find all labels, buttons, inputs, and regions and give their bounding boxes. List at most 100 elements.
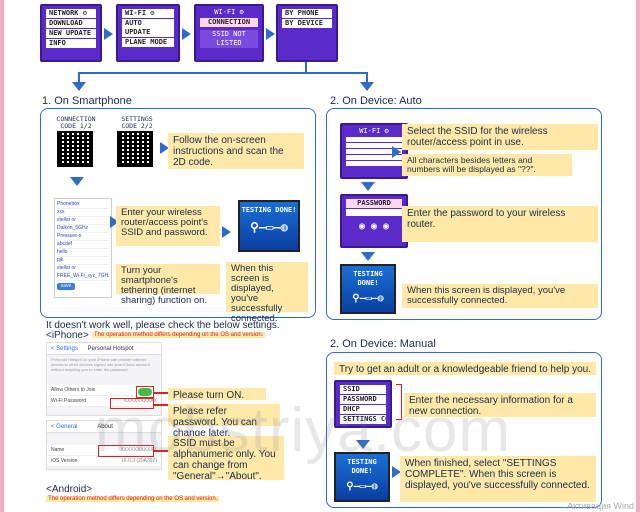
note-chars: All characters besides letters and numbe… — [402, 154, 572, 176]
flow-arrow-3 — [266, 28, 275, 40]
left-border — [0, 0, 4, 512]
flow-line — [78, 72, 368, 74]
menu-item-plane-mode: PLANE MODE — [122, 38, 174, 47]
menu-item-by-phone: BY PHONE — [282, 9, 332, 18]
about-ios-row: iOS Version 16.0.3 (20A392) — [47, 456, 161, 467]
qr2-label: SETTINGS CODE 2/2 — [121, 115, 153, 130]
note-turn-on: Please turn ON. — [168, 388, 266, 401]
flow-line-right — [366, 72, 368, 82]
about-back[interactable]: < General — [51, 424, 78, 430]
hotspot-back[interactable]: < Settings — [51, 346, 78, 352]
note-tether: Turn your smartphone's tethering (intern… — [116, 264, 220, 306]
hotspot-allow-label: Allow Others to Join — [51, 387, 96, 393]
manual-field-complete[interactable]: SETTINGS COMPLETE — [340, 415, 386, 424]
auto-arrow-1 — [392, 146, 401, 158]
menu-item-ssid-not-listed: SSID NOT LISTED — [200, 30, 258, 48]
flow-arrow-qr — [160, 142, 169, 154]
section-title-auto: 2. On Device: Auto — [330, 95, 422, 107]
password-buttons: ◉ ◉ ◉ — [358, 221, 390, 232]
watermark: mobstriya.com — [95, 396, 512, 465]
menu-item-by-device: BY DEVICE — [282, 19, 332, 28]
auto-ssid-screen: WI-FI ⚙ — [340, 123, 408, 179]
section-title-manual: 2. On Device: Manual — [330, 338, 436, 350]
manual-field-ssid[interactable]: SSID — [340, 385, 386, 394]
auto-done-text: TESTING DONE! — [353, 270, 383, 287]
about-ios-value: 16.0.3 (20A392) — [121, 458, 157, 464]
manual-field-password[interactable]: PASSWORD — [340, 395, 386, 404]
note-scan: Follow the on-screen instructions and sc… — [168, 133, 304, 169]
note-enter-info: Enter the necessary information for a ne… — [404, 393, 596, 417]
menu-item-info: INFO — [46, 39, 96, 48]
pointer-password — [154, 404, 168, 406]
pointer-toggle — [154, 392, 168, 394]
android-heading: <Android> — [46, 484, 93, 495]
menu-item-update: NEW UPDATE — [46, 29, 96, 38]
manual-done-text: TESTING DONE! — [347, 458, 377, 475]
wifi-list-item[interactable]: stellar-w — [57, 217, 109, 225]
wifi-list-item[interactable]: FREE_Wi-Fi_xyz_7GHz — [57, 273, 109, 281]
phone-done-screen: TESTING DONE! ⚲—▭—◍ — [238, 200, 300, 252]
flow-arrow-list — [110, 216, 119, 228]
note-select-ssid: Select the SSID for the wireless router/… — [402, 124, 598, 150]
about-name-label: Name — [51, 447, 65, 453]
check-heading: It doesn't work well, please check the b… — [46, 320, 280, 331]
auto-password-screen: PASSWORD ◉ ◉ ◉ — [340, 194, 408, 248]
highlight-toggle — [136, 386, 154, 398]
note-adult: Try to get an adult or a knowledgeable f… — [334, 362, 596, 375]
menu-screen-wifi: WI-FI ⚙ CONNECTION SSID NOT LISTED — [194, 4, 264, 62]
phone-wifi-list: Phonebox xxx stellar-w Daikon_5GHz Press… — [54, 198, 112, 298]
note-password-refer: Please refer password. You can change la… — [168, 404, 280, 439]
manual-arrow-right — [392, 466, 401, 478]
menu-item-auto-update: AUTO UPDATE — [122, 19, 174, 37]
menu-screen-main: NETWORK ⚙ DOWNLOAD NEW UPDATE INFO — [40, 4, 102, 62]
flow-arrow-1 — [104, 28, 113, 40]
menu-item-download: DOWNLOAD — [46, 19, 96, 28]
flow-line-left — [78, 72, 80, 82]
flow-arrow-done — [222, 226, 231, 238]
manual-arrow-down — [356, 440, 370, 449]
phone-save-button[interactable]: save — [57, 283, 75, 290]
device-icon: ⚲—▭—◍ — [250, 220, 288, 234]
manual-device-icon: ⚲—▭—◍ — [346, 481, 378, 492]
wifi-list-item[interactable]: xxx — [57, 209, 109, 217]
section-title-smartphone: 1. On Smartphone — [42, 95, 132, 107]
qr-code-connection — [57, 131, 93, 167]
manual-bracket — [396, 384, 402, 420]
hotspot-password-row[interactable]: Wi-Fi Password XXXXXXXXXX — [47, 396, 161, 407]
iphone-heading: <iPhone> — [46, 330, 89, 341]
note-finish: When finished, select "SETTINGS COMPLETE… — [400, 456, 596, 502]
note-enter-password: Enter the password to your wireless rout… — [402, 206, 598, 242]
wifi-list-item[interactable]: abcdef — [57, 241, 109, 249]
about-ios-label: iOS Version — [51, 458, 78, 464]
menu-screen-network: WI-FI ⚙ AUTO UPDATE PLANE MODE — [116, 4, 180, 62]
hotspot-pw-label: Wi-Fi Password — [51, 398, 87, 404]
wifi-header: WI-FI ⚙ — [214, 8, 244, 16]
wifi-list-item[interactable]: stellar-w — [57, 265, 109, 273]
menu-item-network: NETWORK ⚙ — [46, 9, 96, 18]
note-wifi: Enter your wireless router/access point'… — [116, 206, 220, 246]
manual-done-screen: TESTING DONE! ⚲—▭—◍ — [334, 452, 390, 502]
wifi-list-item[interactable]: pjk — [57, 257, 109, 265]
flow-arrow-down-left — [72, 82, 86, 91]
android-subnote: The operation method differs depending o… — [46, 496, 220, 502]
hotspot-toggle[interactable] — [138, 388, 152, 396]
highlight-password — [110, 398, 154, 409]
flow-arrow-qr-down — [70, 177, 84, 186]
hotspot-pw-value: XXXXXXXXXX — [123, 398, 157, 404]
manual-field-dhcp[interactable]: DHCP — [340, 405, 386, 414]
hotspot-allow-row: Allow Others to Join — [47, 385, 161, 396]
qr1-label: CONNECTION CODE 1/2 — [56, 115, 96, 130]
highlight-name — [98, 445, 154, 457]
auto-arrow-down-1 — [361, 182, 375, 191]
about-name-row[interactable]: Name XXXXXXXXXXX — [47, 445, 161, 456]
activate-windows-text: Активация Wind — [567, 501, 634, 511]
about-name-value: XXXXXXXXXXX — [120, 447, 157, 453]
wifi-list-item[interactable]: Daikon_5GHz — [57, 225, 109, 233]
done-text: TESTING DONE! — [241, 206, 297, 214]
note-done: When this screen is displayed, you've su… — [226, 262, 308, 324]
wifi-list-item[interactable]: hello — [57, 249, 109, 257]
qr-code-settings — [117, 131, 153, 167]
wifi-list-item[interactable]: Pressure-o — [57, 233, 109, 241]
wifi-list-item[interactable]: Phonebox — [57, 201, 109, 209]
flow-line-down — [305, 62, 307, 73]
